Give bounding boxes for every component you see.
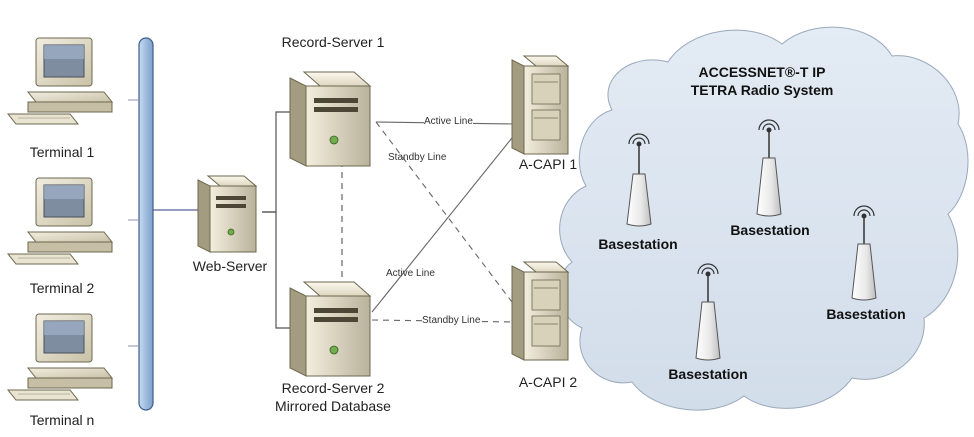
record-server-1-icon (289, 71, 372, 167)
lan-bus (138, 37, 154, 411)
web-server-icon (197, 175, 258, 253)
acapi-2-label: A-CAPI 2 (518, 374, 578, 390)
web-server-label: Web-Server (192, 258, 268, 274)
terminal-1-label: Terminal 1 (29, 144, 95, 160)
record-server-2-label: Record-Server 2 (281, 380, 385, 396)
basestation-4-label: Basestation (668, 366, 748, 382)
basestation-3-label: Basestation (826, 306, 906, 322)
terminal-2-label: Terminal 2 (29, 280, 95, 296)
webserver-record-links (262, 111, 300, 329)
rs1-acapi2-line (375, 121, 519, 311)
terminal-1-icon (6, 37, 114, 125)
acapi-1-label: A-CAPI 1 (518, 156, 578, 172)
cloud-title-line1: ACCESSNET®-T IP (698, 64, 826, 80)
record-server-2-sublabel: Mirrored Database (275, 398, 391, 414)
terminal-2-icon (6, 177, 114, 265)
cloud-title-line2: TETRA Radio System (690, 82, 834, 98)
rs2-acapi2-line (371, 319, 517, 323)
basestation-1-label: Basestation (598, 236, 678, 252)
rs2-acapi1-line (371, 127, 521, 313)
terminal-links (128, 99, 139, 347)
basestation-3-icon (851, 205, 877, 301)
terminal-n-icon (6, 313, 114, 401)
record-server-1-label: Record-Server 1 (281, 34, 385, 50)
acapi-2-icon (511, 261, 570, 361)
basestation-1-icon (626, 133, 652, 227)
basestation-2-label: Basestation (730, 222, 810, 238)
rs1-acapi1-link-label: Active Line (424, 116, 473, 127)
basestation-2-icon (756, 119, 782, 217)
record-server-2-icon (289, 281, 372, 377)
acapi-1-icon (511, 55, 570, 155)
basestation-4-icon (695, 263, 721, 361)
rs2-acapi1-link-label: Active Line (386, 268, 435, 279)
rs1-acapi2-link-label: Standby Line (388, 152, 447, 163)
rs2-acapi2-link-label: Standby Line (422, 315, 481, 326)
terminal-n-label: Terminal n (29, 412, 95, 428)
